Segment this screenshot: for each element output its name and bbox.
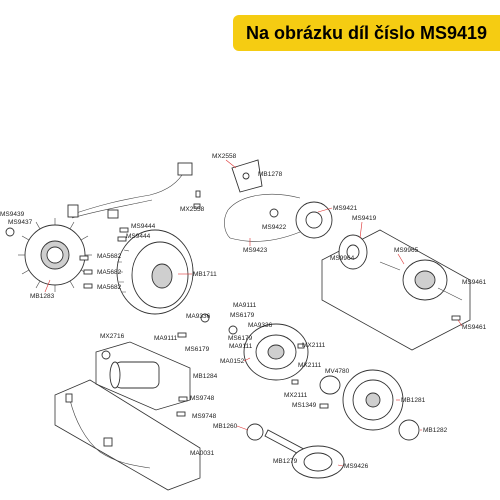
label-ma9111-b[interactable]: MA9111 xyxy=(154,335,178,342)
flywheel-rotor-part xyxy=(116,229,194,315)
label-ms9965[interactable]: MS9965 xyxy=(394,247,419,254)
label-ma9336-b[interactable]: MA9336 xyxy=(248,322,273,329)
label-mx2111-a[interactable]: MX2111 xyxy=(302,342,326,349)
label-ma0031[interactable]: MA0031 xyxy=(190,450,215,457)
cam-chain-part xyxy=(224,159,333,242)
label-mx2111-c[interactable]: MX2111 xyxy=(284,392,308,399)
label-ms9964[interactable]: MS9964 xyxy=(330,255,355,262)
label-mb1711[interactable]: MB1711 xyxy=(193,271,217,278)
label-mx2558-a[interactable]: MX2558 xyxy=(212,153,237,160)
label-mb1281[interactable]: MB1281 xyxy=(401,397,426,404)
label-ms9421[interactable]: MS9421 xyxy=(333,205,358,212)
label-ms9419[interactable]: MS9419 xyxy=(352,215,377,222)
starter-cable-part xyxy=(54,379,201,491)
label-ms9461-b[interactable]: MS9461 xyxy=(462,324,487,331)
label-ma9111-a[interactable]: MA9111 xyxy=(233,302,257,309)
label-mx2716[interactable]: MX2716 xyxy=(100,333,125,340)
label-ms9748-a[interactable]: MS9748 xyxy=(190,395,215,402)
label-ms9423[interactable]: MS9423 xyxy=(243,247,268,254)
part-labels: MS9439 MS9437 MB1283 MS9444 MS9444 MA568… xyxy=(0,153,487,470)
part-number-banner: Na obrázku díl číslo MS9419 xyxy=(233,15,500,51)
bolt-parts xyxy=(79,190,461,417)
label-ma9336-a[interactable]: MA9336 xyxy=(186,313,211,320)
label-ms9439[interactable]: MS9439 xyxy=(0,211,25,218)
label-ms6179-b[interactable]: MS6179 xyxy=(228,335,253,342)
label-ms1349[interactable]: MS1349 xyxy=(292,402,317,409)
label-mb1284[interactable]: MB1284 xyxy=(193,373,218,380)
label-ma0152[interactable]: MA0152 xyxy=(220,358,245,365)
label-mb1283[interactable]: MB1283 xyxy=(30,293,55,300)
label-ms9426[interactable]: MS9426 xyxy=(344,463,369,470)
clutch-gear-cluster-part xyxy=(200,313,420,479)
starter-motor-part xyxy=(95,341,191,411)
label-mb1260[interactable]: MB1260 xyxy=(213,423,238,430)
label-mx2111-b[interactable]: MX2111 xyxy=(298,362,322,369)
label-ms9437[interactable]: MS9437 xyxy=(8,219,33,226)
label-ma5682-a[interactable]: MA5682 xyxy=(97,253,122,260)
starter-clutch-assembly-part xyxy=(321,229,471,351)
label-ms9461-a[interactable]: MS9461 xyxy=(462,279,487,286)
label-ma9111-c[interactable]: MA9111 xyxy=(229,343,253,350)
label-mb1278[interactable]: MB1278 xyxy=(258,171,283,178)
label-ms9444-b[interactable]: MS9444 xyxy=(126,233,151,240)
label-mb1282[interactable]: MB1282 xyxy=(423,427,448,434)
label-ms6179-c[interactable]: MS6179 xyxy=(185,346,210,353)
stator-part xyxy=(5,162,193,292)
label-mb1279[interactable]: MB1279 xyxy=(273,458,298,465)
label-ms9748-b[interactable]: MS9748 xyxy=(192,413,217,420)
label-ms6179-a[interactable]: MS6179 xyxy=(230,312,255,319)
label-ms9422[interactable]: MS9422 xyxy=(262,224,287,231)
label-ms9444-a[interactable]: MS9444 xyxy=(131,223,156,230)
label-ma5682-c[interactable]: MA5682 xyxy=(97,284,122,291)
banner-text: Na obrázku díl číslo MS9419 xyxy=(245,22,488,43)
label-ma5682-b[interactable]: MA5682 xyxy=(97,269,122,276)
label-mx2558-b[interactable]: MX2558 xyxy=(180,206,205,213)
label-mv4780[interactable]: MV4780 xyxy=(325,368,350,375)
